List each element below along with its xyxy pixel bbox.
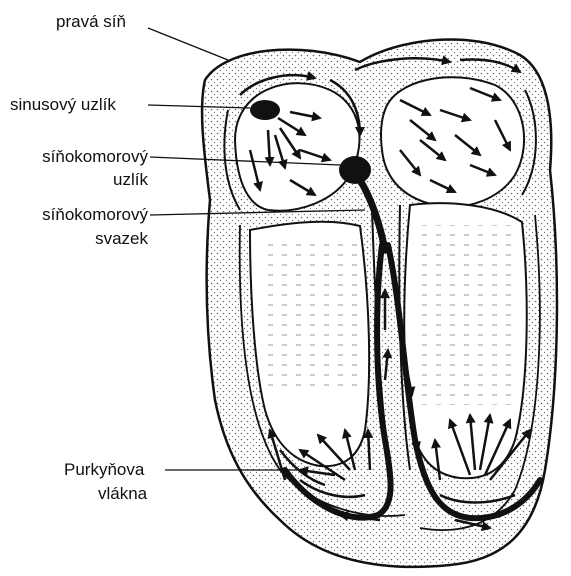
label-av-bundle-line1: síňokomorový: [0, 205, 148, 225]
av-node: [339, 156, 371, 184]
label-right-atrium: pravá síň: [56, 12, 126, 32]
label-av-node-line1: síňokomorový: [0, 147, 148, 167]
label-av-bundle-line2: svazek: [0, 229, 148, 249]
label-purkinje-line1: Purkyňova: [64, 460, 144, 480]
label-sinus-node: sinusový uzlík: [10, 95, 116, 115]
label-av-node-line2: uzlík: [0, 170, 148, 190]
label-purkinje-line2: vlákna: [98, 484, 147, 504]
left-atrium-chamber: [381, 77, 524, 207]
sinus-node: [250, 100, 280, 120]
